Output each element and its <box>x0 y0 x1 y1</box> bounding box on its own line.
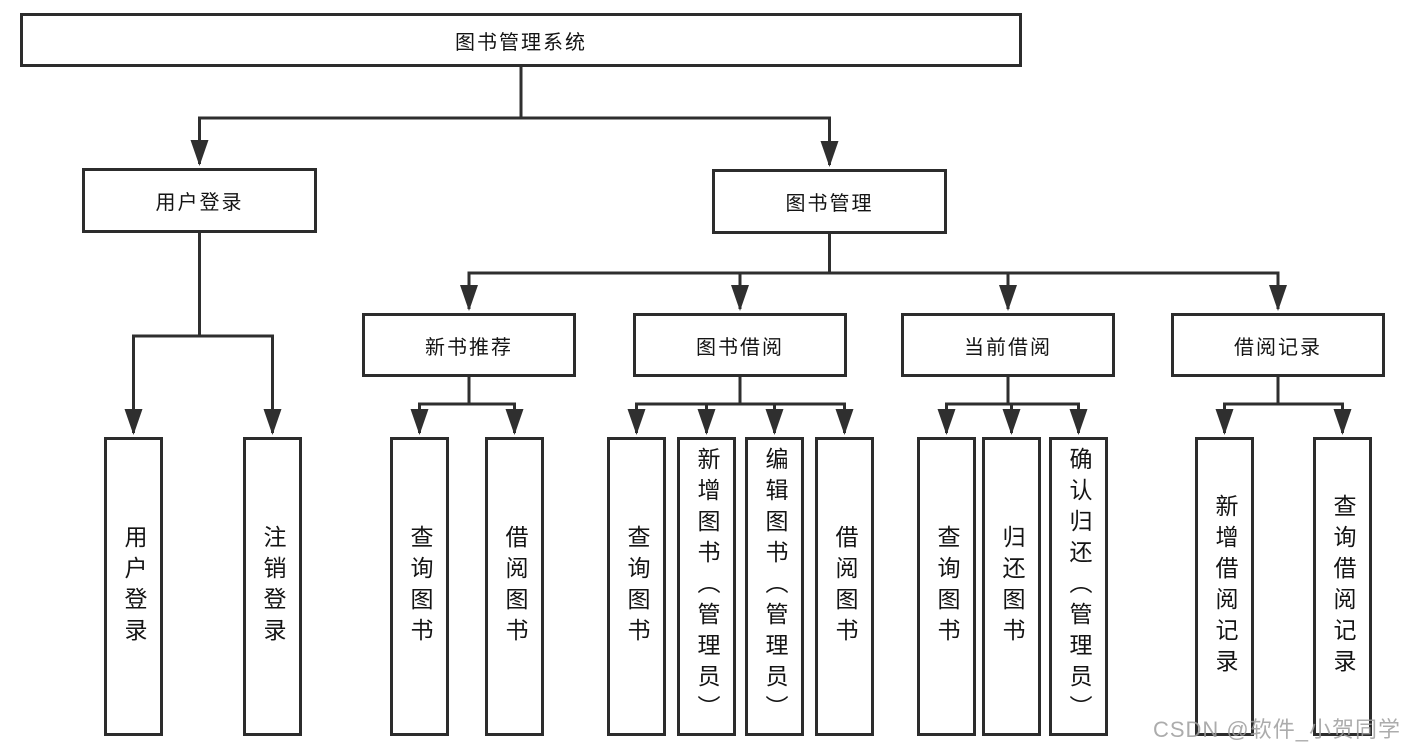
node-label: 用户登录 <box>121 524 147 649</box>
node-label: 图书管理系统 <box>455 31 587 54</box>
node-label: 图书管理 <box>785 193 874 215</box>
leaf-user-login: 用户登录 <box>104 437 163 736</box>
csdn-watermark: CSDN @软件_小贺同学 <box>1152 717 1401 742</box>
node-current-borrowing: 当前借阅 <box>901 313 1115 377</box>
leaf-recommend-query-books: 查询图书 <box>390 437 449 736</box>
leaf-borrowing-add-books-admin: 新增图书（管理员） <box>677 437 736 736</box>
node-book-management-branch: 图书管理 <box>712 169 947 234</box>
leaf-logout: 注销登录 <box>243 437 302 736</box>
node-label: 新增图书（管理员） <box>694 447 720 726</box>
node-borrowing-records: 借阅记录 <box>1171 313 1385 377</box>
leaf-recommend-borrow-books: 借阅图书 <box>485 437 544 736</box>
node-label: 图书借阅 <box>696 336 784 359</box>
node-label: 查询图书 <box>934 524 960 649</box>
leaf-current-query-books: 查询图书 <box>917 437 976 736</box>
leaf-current-return-books: 归还图书 <box>982 437 1041 736</box>
node-label: 注销登录 <box>260 524 286 649</box>
leaf-records-query-record: 查询借阅记录 <box>1313 437 1372 736</box>
leaf-current-confirm-return-admin: 确认归还（管理员） <box>1049 437 1108 736</box>
node-label: 当前借阅 <box>964 336 1052 359</box>
node-label: 新增借阅记录 <box>1212 493 1238 680</box>
node-label: 借阅图书 <box>502 524 528 649</box>
node-book-borrowing: 图书借阅 <box>633 313 847 377</box>
node-label: 借阅图书 <box>832 524 858 649</box>
node-label: 用户登录 <box>155 192 244 214</box>
node-user-login-branch: 用户登录 <box>82 168 317 233</box>
leaf-borrowing-query-books: 查询图书 <box>607 437 666 736</box>
node-label: 借阅记录 <box>1234 336 1322 359</box>
node-label: 归还图书 <box>999 524 1025 649</box>
node-new-book-recommend: 新书推荐 <box>362 313 576 377</box>
node-label: 新书推荐 <box>425 336 513 359</box>
node-label: 查询借阅记录 <box>1330 493 1356 680</box>
node-label: 确认归还（管理员） <box>1066 447 1092 726</box>
node-label: 查询图书 <box>624 524 650 649</box>
node-book-management-system: 图书管理系统 <box>20 13 1022 67</box>
leaf-borrowing-borrow-books: 借阅图书 <box>815 437 874 736</box>
leaf-borrowing-edit-books-admin: 编辑图书（管理员） <box>745 437 804 736</box>
node-label: 编辑图书（管理员） <box>762 447 788 726</box>
leaf-records-add-record: 新增借阅记录 <box>1195 437 1254 736</box>
node-label: 查询图书 <box>407 524 433 649</box>
